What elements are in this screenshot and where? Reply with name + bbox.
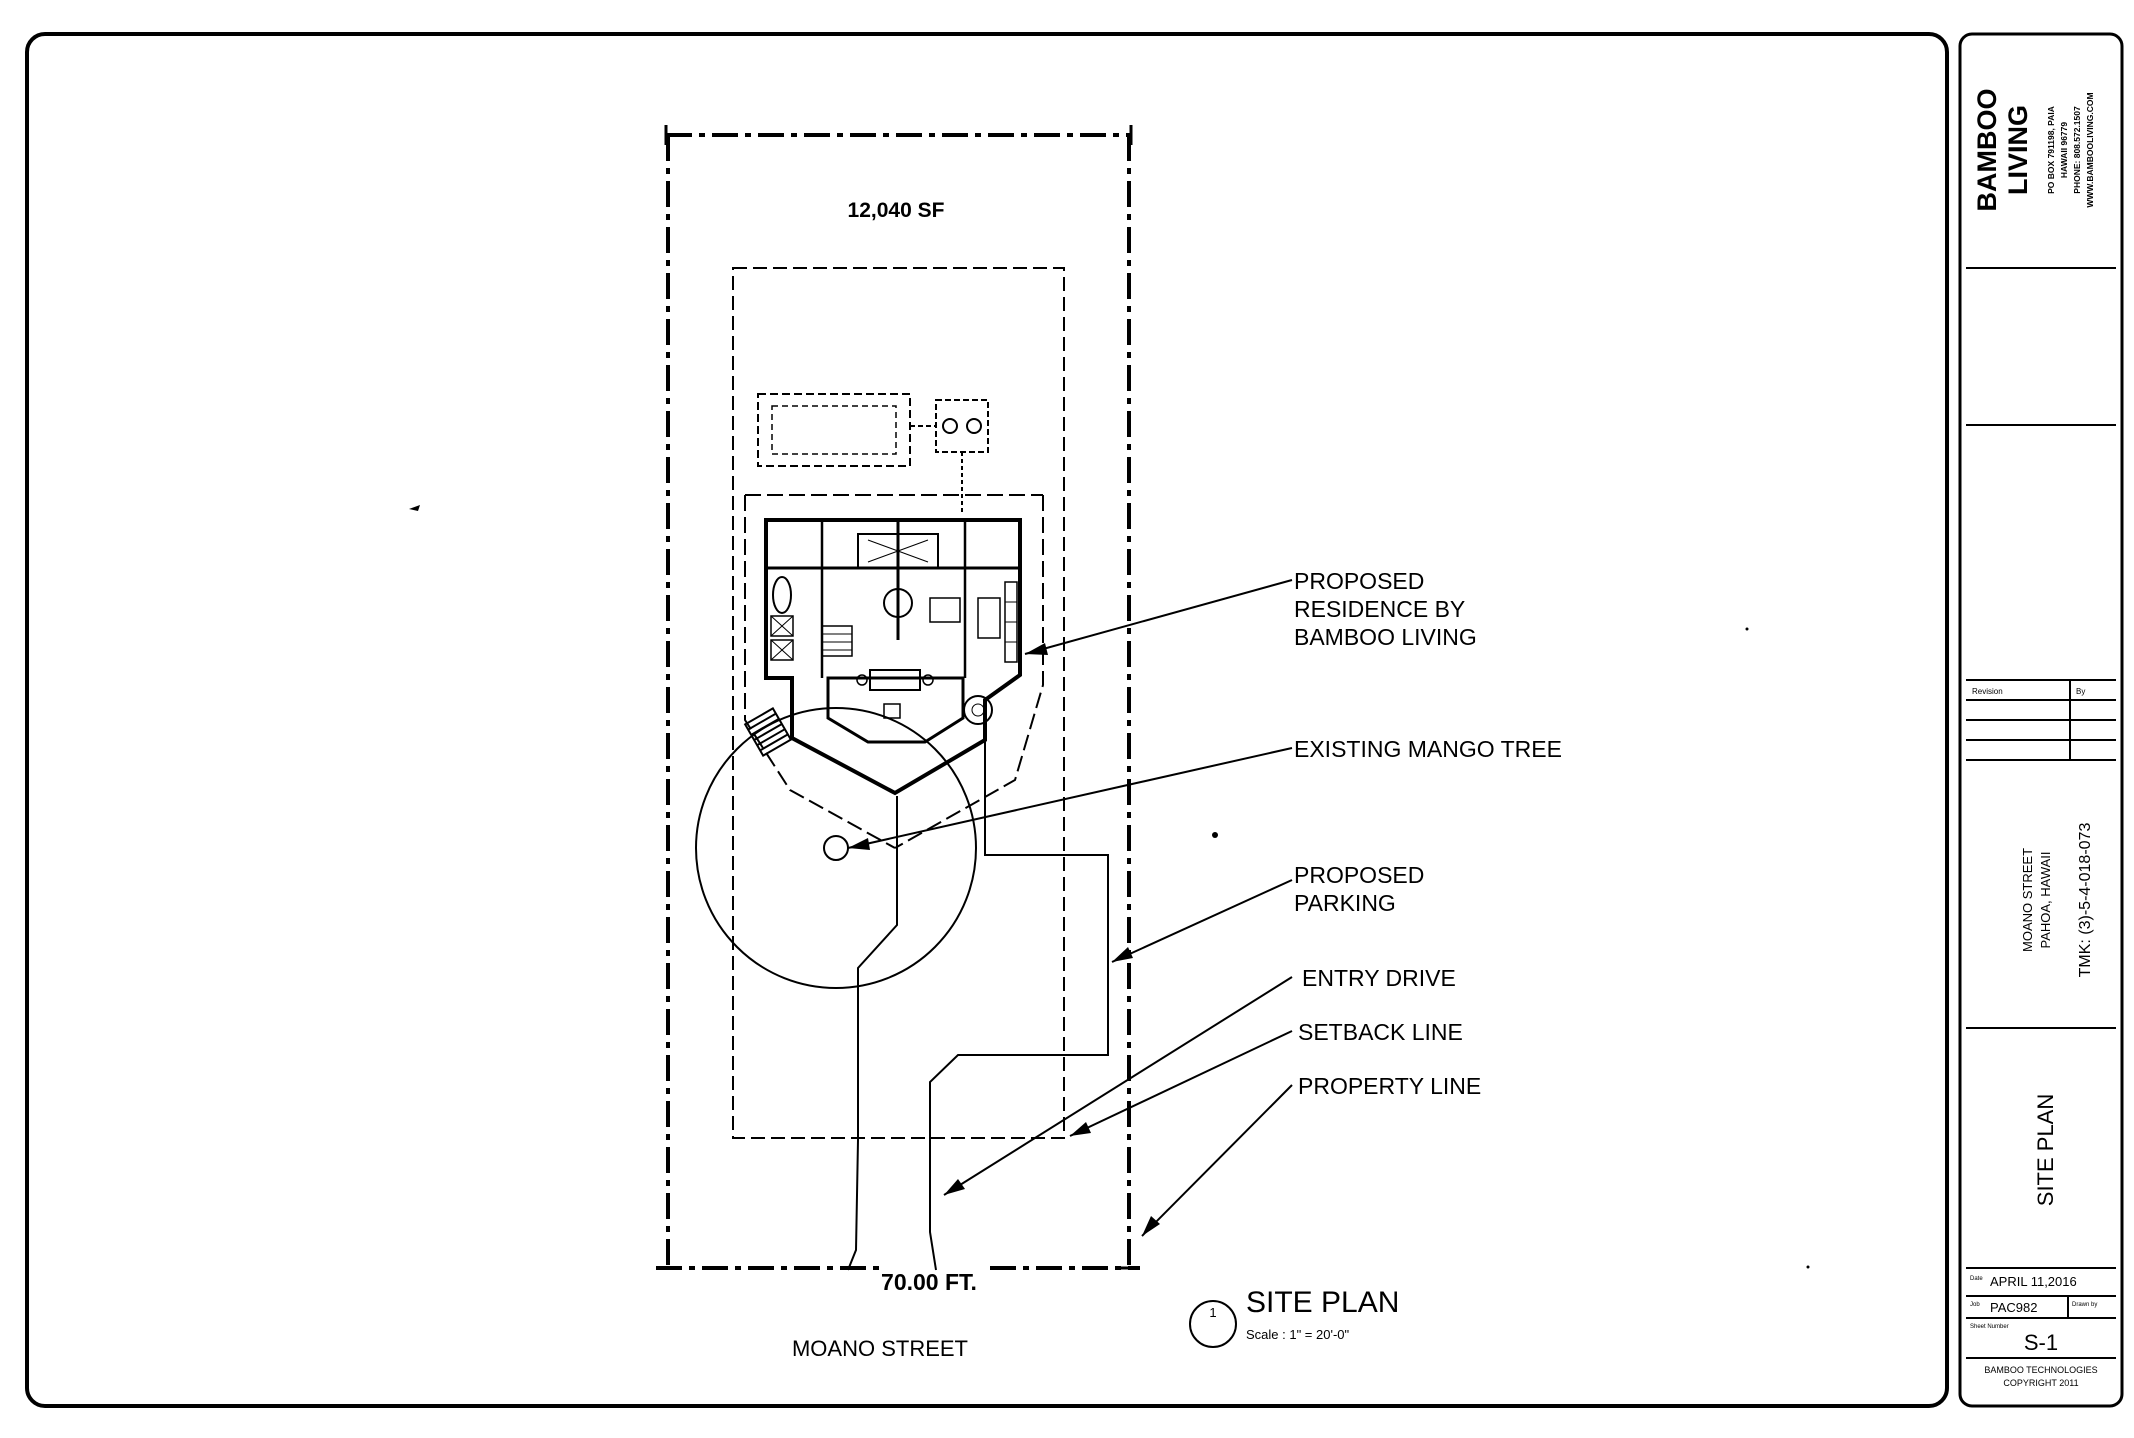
callout-setback-line: SETBACK LINE <box>1298 1019 1463 1045</box>
title-block-frame <box>1958 32 2124 1408</box>
lot-area-label: 12,040 SF <box>848 199 945 222</box>
callout-residence-line3: BAMBOO LIVING <box>1294 624 1477 650</box>
frontage-label: 70.00 FT. <box>881 1269 977 1295</box>
sheet-number-label: Sheet Number <box>1970 1324 2009 1330</box>
callout-mango-tree: EXISTING MANGO TREE <box>1294 736 1562 762</box>
pool-equipment <box>910 399 989 512</box>
revision-header: Revision <box>1972 687 2003 696</box>
project-street: MOANO STREET <box>2020 848 2035 952</box>
title-block: BAMBOO LIVING PO BOX 791198, PAIA HAWAII… <box>1958 32 2124 1408</box>
callout-entry-drive: ENTRY DRIVE <box>1302 965 1456 991</box>
date-value: APRIL 11,2016 <box>1990 1274 2077 1289</box>
company-name-line2: LIVING <box>2003 105 2033 195</box>
scan-specks <box>409 505 1810 1269</box>
company-contact-line2: HAWAII 96779 <box>2059 122 2069 178</box>
company-contact-line1: PO BOX 791198, PAIA <box>2046 106 2056 194</box>
mango-tree-trunk <box>823 835 849 861</box>
pool <box>757 393 911 467</box>
drawn-label: Drawn by <box>2072 1302 2097 1308</box>
revision-by-header: By <box>2076 687 2085 696</box>
deck-stairs <box>743 707 793 757</box>
view-number: 1 <box>1209 1305 1216 1320</box>
callout-parking-line2: PARKING <box>1294 890 1396 916</box>
parking-area <box>744 494 1044 849</box>
company-name-line1: BAMBOO <box>1972 89 2002 212</box>
sheet-title: SITE PLAN <box>2033 1094 2058 1206</box>
callout-property-line: PROPERTY LINE <box>1298 1073 1481 1099</box>
drawing-border <box>25 32 1949 1408</box>
company-contact-line3: PHONE: 808.572.1507 <box>2072 106 2082 194</box>
property-line <box>656 133 1140 1270</box>
view-number-bubble <box>1189 1300 1237 1348</box>
company-contact-line4: WWW.BAMBOOLIVING.COM <box>2085 92 2095 207</box>
leader-arrowheads <box>848 643 1160 1236</box>
copyright-line2: COPYRIGHT 2011 <box>2003 1378 2078 1388</box>
mango-tree-canopy <box>695 707 977 989</box>
callout-residence-line2: RESIDENCE BY <box>1294 596 1465 622</box>
setback-line <box>732 267 1065 1139</box>
view-scale: Scale : 1" = 20'-0" <box>1246 1327 1350 1342</box>
job-value: PAC982 <box>1990 1300 2037 1315</box>
project-city: PAHOA, HAWAII <box>2038 851 2053 948</box>
residence-floor-plan <box>764 518 1022 796</box>
copyright-line1: BAMBOO TECHNOLOGIES <box>1984 1365 2097 1375</box>
site-plan: 12,040 SF 70.00 FT. MOANO STREET <box>409 125 1810 1361</box>
callout-residence-line1: PROPOSED <box>1294 568 1424 594</box>
entry-drive <box>847 725 1109 1271</box>
view-title: 1 SITE PLAN Scale : 1" = 20'-0" <box>1189 1286 1399 1348</box>
job-label: Job <box>1970 1302 1980 1308</box>
street-label: MOANO STREET <box>792 1336 968 1361</box>
callout-parking-line1: PROPOSED <box>1294 862 1424 888</box>
leader-lines <box>847 579 1293 1237</box>
view-title-text: SITE PLAN <box>1246 1286 1399 1319</box>
sheet-number: S-1 <box>2024 1330 2058 1355</box>
project-tmk: TMK: (3)-5-4-018-073 <box>2077 823 2094 978</box>
date-label: Date <box>1970 1276 1983 1282</box>
